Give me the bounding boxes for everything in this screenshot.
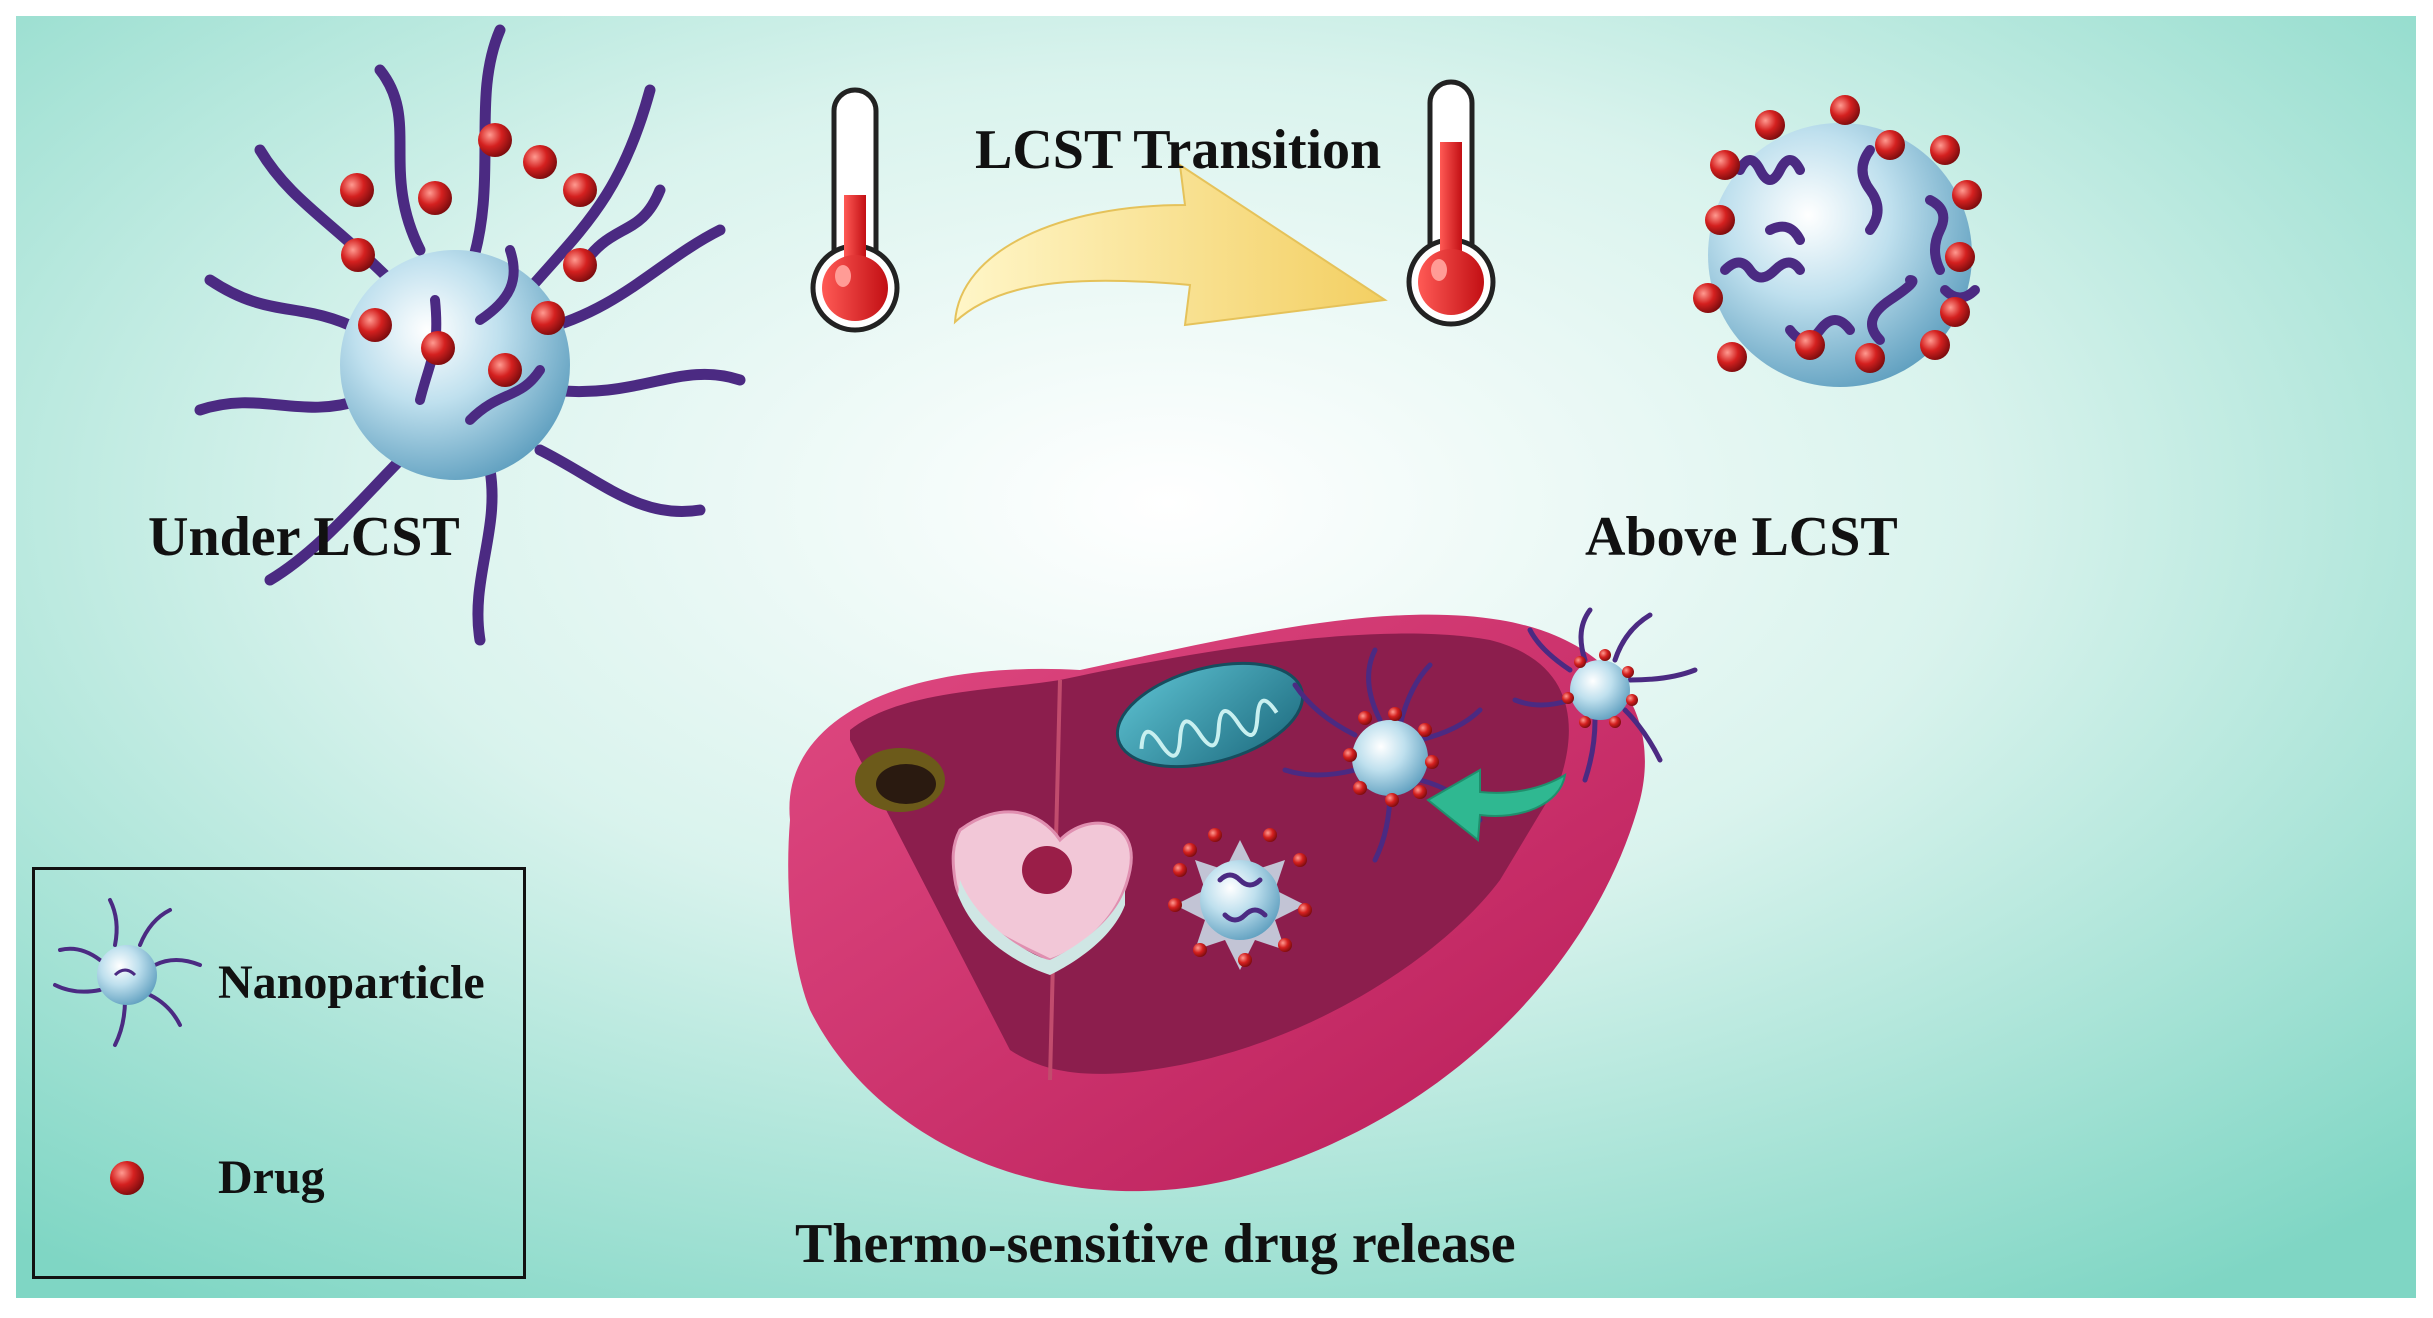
nanoparticle-above-lcst [1693, 95, 1982, 387]
nanoparticle-under-lcst [194, 24, 746, 646]
transition-arrow [953, 162, 1388, 327]
transition-label: LCST Transition [975, 119, 1382, 181]
legend-drug-label: Drug [218, 1151, 325, 1204]
above-lcst-label: Above LCST [1585, 506, 1898, 568]
legend-nanoparticle-label: Nanoparticle [218, 956, 485, 1009]
entry-arrow [1426, 768, 1567, 842]
thermometer-high [1406, 79, 1496, 327]
legend-box [32, 867, 526, 1279]
cell-nanoparticle-releasing [1168, 828, 1312, 970]
under-lcst-label: Under LCST [148, 506, 460, 568]
cell-nanoparticle-inner [1282, 647, 1483, 863]
drug-release-label: Thermo-sensitive drug release [795, 1213, 1516, 1275]
thermometer-low [810, 87, 900, 333]
legend-drug-icon [110, 1161, 144, 1195]
nanoparticle-outside-cell [1512, 607, 1698, 783]
legend-nanoparticle-icon [53, 898, 202, 1047]
cell-cross-section [788, 614, 1645, 1192]
